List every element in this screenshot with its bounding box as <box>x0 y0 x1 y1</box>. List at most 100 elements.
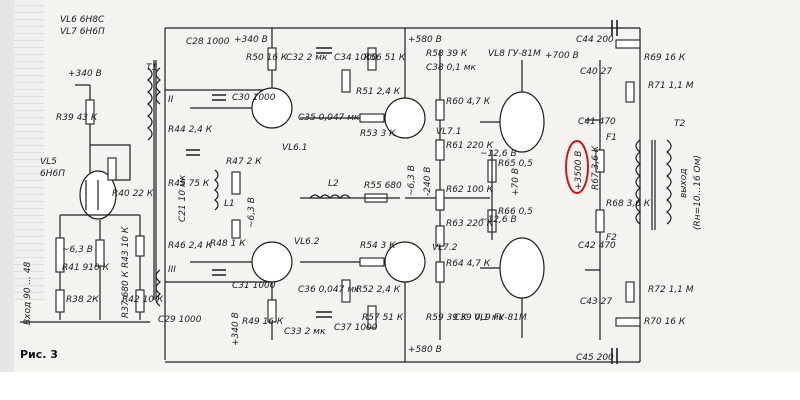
vl5-wiring <box>75 84 131 181</box>
plus3500-label: +3500 В <box>574 151 584 190</box>
vl7-2-label: VL7.2 <box>432 243 458 253</box>
r53-label: R53 3 К <box>360 129 396 139</box>
r64-label: R64 4,7 К <box>446 259 491 269</box>
t2-primary <box>635 139 641 225</box>
plus70-label: +70 В <box>511 168 521 196</box>
r41-label: R41 910 К <box>62 263 110 273</box>
c42-label: C42 470 <box>578 241 616 251</box>
c36-label: C36 0,047 мк <box>298 285 360 295</box>
adjacent-text-column <box>14 0 44 300</box>
vl5-type-label: 6Н6П <box>40 169 65 179</box>
r61-label: R61 220 К <box>446 141 494 151</box>
vl8-tube <box>499 91 545 153</box>
r72-label: R72 1,1 М <box>648 285 694 295</box>
l2-label: L2 <box>328 179 339 189</box>
r38-resistor <box>55 289 65 313</box>
r54-resistor <box>359 257 385 267</box>
r63-resistor <box>435 225 445 247</box>
r45-label: R45 75 К <box>168 179 210 189</box>
t1-secondary-wiring <box>164 28 270 360</box>
voltage-highlight-ellipse <box>565 140 589 194</box>
r70-resistor <box>615 317 641 327</box>
c32-c33-capacitors <box>316 47 332 318</box>
vl6-2-label: VL6.2 <box>294 237 320 247</box>
r57-resistor <box>367 305 377 329</box>
r48-resistor <box>231 219 241 239</box>
r47-resistor <box>231 171 241 195</box>
r68-resistor <box>595 209 605 233</box>
r43-resistor <box>135 235 145 257</box>
r49-label: R49 16 К <box>242 317 284 327</box>
r44-label: R44 2,4 К <box>168 125 213 135</box>
output-load-label: (Rн=10...16 Ом) <box>693 155 703 230</box>
r65-label: R65 0,5 <box>498 159 533 169</box>
output-label: выход <box>679 169 689 198</box>
plus340-bottom: +340 В <box>231 312 241 346</box>
input-label: Вход 90 ... 48 <box>23 261 33 325</box>
r52-resistor <box>341 279 351 303</box>
c44-label: C44 200 <box>576 35 614 45</box>
c41-label: C41 470 <box>578 117 616 127</box>
t2-left-line <box>585 60 601 340</box>
r71-label: R71 1,1 М <box>648 81 694 91</box>
vl6-label: VL6 6Н8С <box>60 15 105 25</box>
plus340-left: +340 В <box>68 69 102 79</box>
r67-label: R67 3,6 К <box>591 145 601 190</box>
r57-label: R57 51 К <box>362 313 404 323</box>
circuit-diagram: VL6 6Н8С VL7 6Н6П +340 В +340 В +580 В +… <box>20 15 703 364</box>
c38-label: C38 0,1 мк <box>426 63 477 73</box>
r39-label: R39 43 К <box>56 113 98 123</box>
plus580-bot: +580 В <box>408 345 442 355</box>
r61-resistor <box>435 139 445 161</box>
c32-label: C32 2 мк <box>286 53 328 63</box>
vl5-label: VL5 <box>40 157 57 167</box>
r67-resistor <box>595 149 605 173</box>
r60-resistor <box>435 99 445 121</box>
c31-label: C31 1000 <box>232 281 276 291</box>
r58-label: R58 39 К <box>426 49 468 59</box>
r60-label: R60 4,7 К <box>446 97 491 107</box>
r51-label: R51 2,4 К <box>356 87 401 97</box>
r69-label: R69 16 К <box>644 53 686 63</box>
vl7-label: VL7 6Н6П <box>60 27 105 37</box>
c45-label: C45 200 <box>576 353 614 363</box>
winding-iii-label: III <box>168 265 176 275</box>
r41-resistor <box>95 239 105 267</box>
r37-resistor <box>55 237 65 273</box>
r40-label: R40 22 К <box>112 189 154 199</box>
c40-label: C40 27 <box>580 67 612 77</box>
r40-resistor <box>107 157 117 181</box>
c29-label: C29 1000 <box>158 315 202 325</box>
c43-label: C43 27 <box>580 297 612 307</box>
r47-label: R47 2 К <box>226 157 262 167</box>
vl8-label: VL8 ГУ-81М <box>488 49 541 59</box>
c33-label: C33 2 мк <box>284 327 326 337</box>
r72-resistor <box>625 281 635 303</box>
f1-label: F1 <box>606 133 617 143</box>
c37-label: C37 1000 <box>334 323 378 333</box>
plus340-top: +340 В <box>234 35 268 45</box>
page-edge-strip <box>0 0 14 372</box>
r37-label: R37 680 К <box>121 270 131 318</box>
minus240-label: -240 В <box>423 167 433 196</box>
heater-3-label: ~6,3 В <box>407 165 417 196</box>
vl7-load-column <box>405 50 490 340</box>
r50-resistor <box>267 47 277 71</box>
r66-label: R66 0,5 <box>498 207 533 217</box>
plus700-label: +700 В <box>545 51 579 61</box>
r59-label: R59 39 К <box>426 313 468 323</box>
vl9-label: VL9 ГУ-81М <box>474 313 527 323</box>
t1-label: T1 <box>146 63 157 73</box>
t1-primary <box>147 67 153 141</box>
vl7-wiring <box>300 28 406 362</box>
r43-label: R43 10 К <box>121 226 131 268</box>
heater-2-label: ~6,3 В <box>247 197 257 228</box>
r48-label: R48 1 К <box>210 239 246 249</box>
r56-resistor <box>367 47 377 71</box>
t2-secondary <box>666 139 672 225</box>
vl6-2-tube <box>251 241 293 283</box>
r49-resistor <box>267 299 277 323</box>
vl5-grids <box>85 180 99 210</box>
vl7-1-label: VL7.1 <box>436 127 461 137</box>
